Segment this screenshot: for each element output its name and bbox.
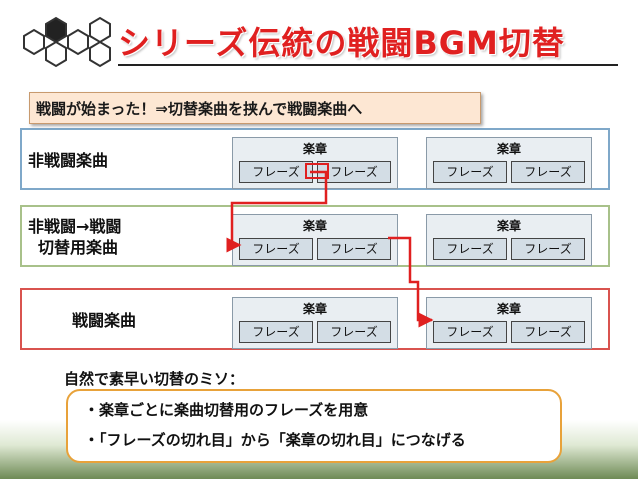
row-label-battle: 戦闘楽曲 <box>72 310 242 331</box>
row-label-line: 戦闘楽曲 <box>72 311 137 330</box>
row-label-line: 切替用楽曲 <box>38 238 119 257</box>
hexagon-logo-icon <box>23 16 111 68</box>
notes-box <box>66 389 562 463</box>
movement-label: 楽章 <box>302 302 327 316</box>
page-title: シリーズ伝統の戦闘BGM切替 <box>118 24 565 62</box>
movement-label: 楽章 <box>496 142 521 156</box>
note-item: ・楽章ごとに楽曲切替用のフレーズを用意 <box>84 401 369 419</box>
row-label-non-battle: 非戦闘楽曲 <box>28 150 198 171</box>
movement-box: 楽章 フレーズ フレーズ <box>426 137 592 189</box>
movement-label: 楽章 <box>302 219 327 233</box>
arrow-to-transition <box>226 170 328 253</box>
phrase-box: フレーズ <box>511 161 585 183</box>
movement-label: 楽章 <box>302 142 327 156</box>
phrase-box: フレーズ <box>317 238 391 260</box>
phrase-box: フレーズ <box>433 161 507 183</box>
movement-box: 楽章 フレーズ フレーズ <box>232 214 398 266</box>
row-label-line: 非戦闘楽曲 <box>28 151 109 170</box>
row-label-line: 非戦闘→戦闘 <box>28 217 122 236</box>
movement-box: 楽章 フレーズ フレーズ <box>426 297 592 349</box>
phrase-box: フレーズ <box>511 321 585 343</box>
movement-box: 楽章 フレーズ フレーズ <box>426 214 592 266</box>
phrase-box: フレーズ <box>511 238 585 260</box>
phrase-box: フレーズ <box>239 321 313 343</box>
title-underline <box>118 64 618 66</box>
phrase-box: フレーズ <box>433 321 507 343</box>
phrase-box: フレーズ <box>317 321 391 343</box>
callout-banner: 戦闘が始まった！⇒切替楽曲を挟んで戦闘楽曲へ <box>29 92 481 124</box>
row-label-transition: 非戦闘→戦闘 切替用楽曲 <box>28 216 198 258</box>
note-item: ・「フレーズの切れ目」から「楽章の切れ目」につなげる <box>84 431 466 449</box>
arrow-to-battle <box>388 236 434 328</box>
phrase-box: フレーズ <box>433 238 507 260</box>
movement-label: 楽章 <box>496 219 521 233</box>
movement-label: 楽章 <box>496 302 521 316</box>
movement-box: 楽章 フレーズ フレーズ <box>232 297 398 349</box>
notes-heading: 自然で素早い切替のミソ： <box>60 368 249 389</box>
